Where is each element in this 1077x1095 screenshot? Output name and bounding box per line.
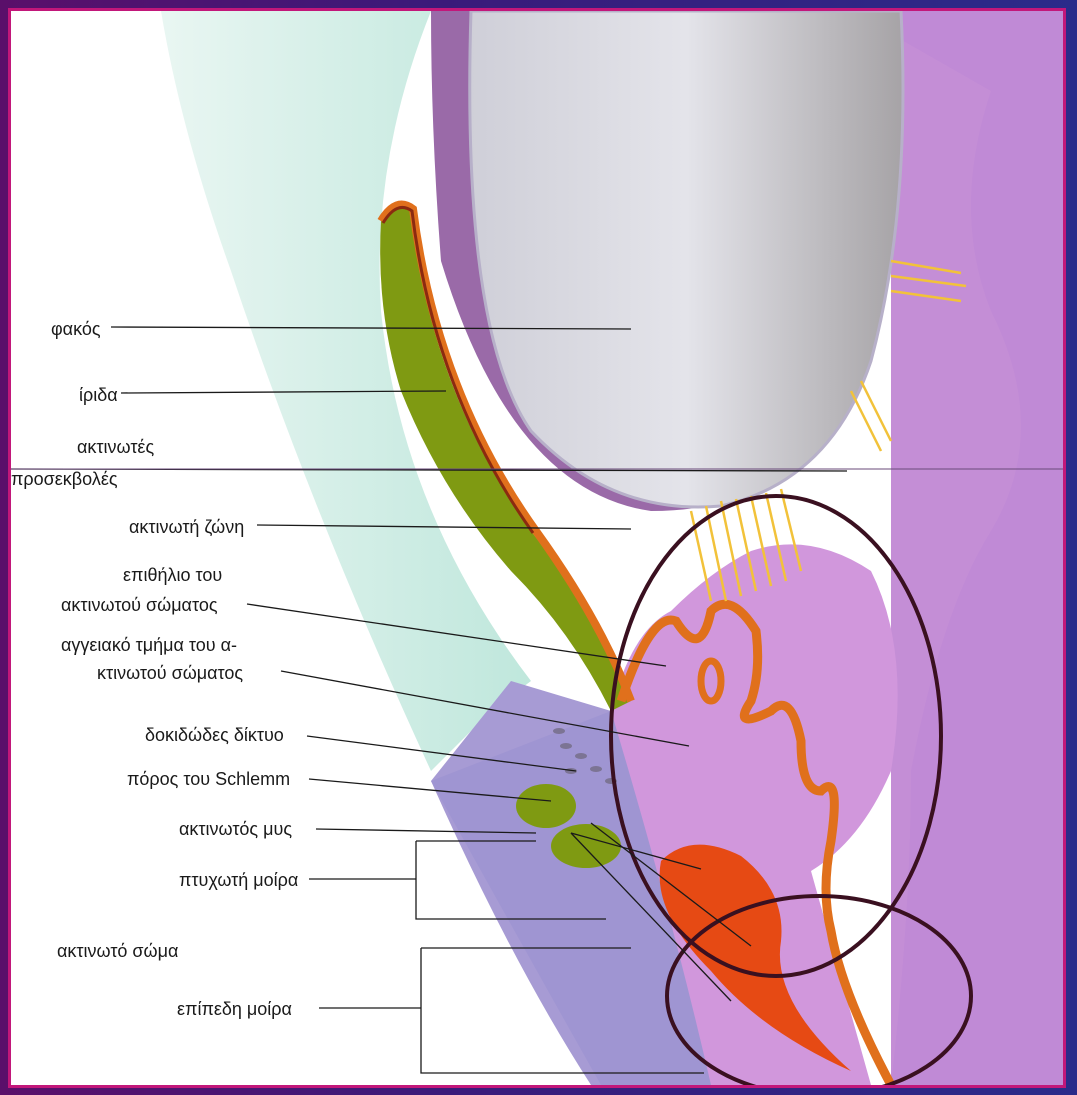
label-epithelium-2: ακτινωτού σώματος xyxy=(61,595,218,615)
schlemm-canal xyxy=(516,784,576,828)
label-trabecular: δοκιδώδες δίκτυο xyxy=(145,725,284,745)
label-vascular-1: αγγειακό τμήμα του α- xyxy=(61,635,237,655)
label-schlemm: πόρος του Schlemm xyxy=(127,769,290,789)
label-iris: ίριδα xyxy=(79,385,118,405)
label-ciliary-body: ακτινωτό σώμα xyxy=(57,941,178,961)
label-ciliary-muscle: ακτινωτός μυς xyxy=(179,819,292,839)
label-epithelium-1: επιθήλιο του xyxy=(123,565,222,585)
ciliary-muscle-green xyxy=(551,824,621,868)
label-pars-plicata: πτυχωτή μοίρα xyxy=(179,870,298,890)
ciliary-body-diagram: φακός ίριδα ακτινωτές προσεκβολές ακτινω… xyxy=(11,11,1063,1085)
label-ciliary-processes-2: προσεκβολές xyxy=(11,469,118,489)
label-lens: φακός xyxy=(51,319,101,339)
label-zonule: ακτινωτή ζώνη xyxy=(129,517,244,537)
label-vascular-2: κτινωτού σώματος xyxy=(97,663,243,683)
label-ciliary-processes-1: ακτινωτές xyxy=(77,437,154,457)
lens-shape xyxy=(470,11,903,507)
diagram-frame: φακός ίριδα ακτινωτές προσεκβολές ακτινω… xyxy=(8,8,1066,1088)
label-pars-plana: επίπεδη μοίρα xyxy=(177,999,292,1019)
